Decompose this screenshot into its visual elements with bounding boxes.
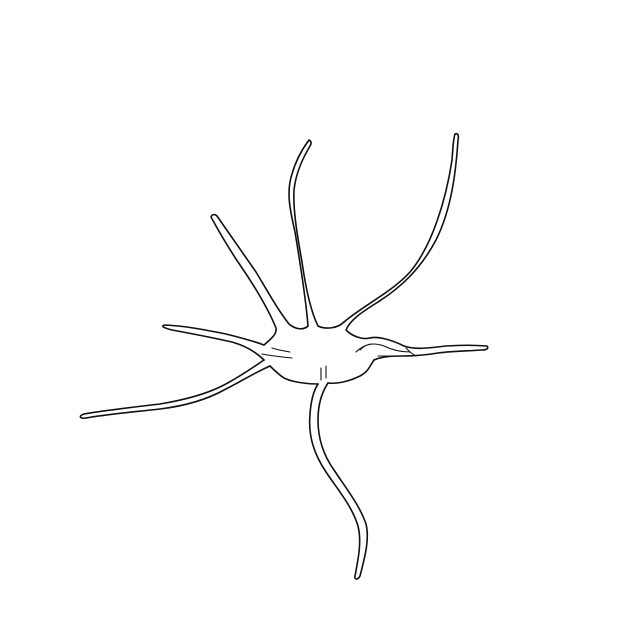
neuron-details xyxy=(261,343,417,381)
cell-body-right xyxy=(327,359,375,385)
cell-body-bottom xyxy=(269,365,319,385)
dendrite-upper-left xyxy=(210,213,309,346)
dendrite-lower-left xyxy=(79,359,271,419)
membrane-detail-1 xyxy=(261,353,293,359)
membrane-detail-2 xyxy=(271,347,291,353)
membrane-detail-4 xyxy=(359,343,373,351)
dendrite-upper-right xyxy=(343,132,460,340)
dendrite-top xyxy=(288,139,345,329)
axon xyxy=(308,382,369,580)
neuron-outline xyxy=(79,132,489,580)
dendrite-right xyxy=(369,336,489,361)
dendrite-left xyxy=(162,324,265,361)
right-junction-detail xyxy=(405,347,417,357)
